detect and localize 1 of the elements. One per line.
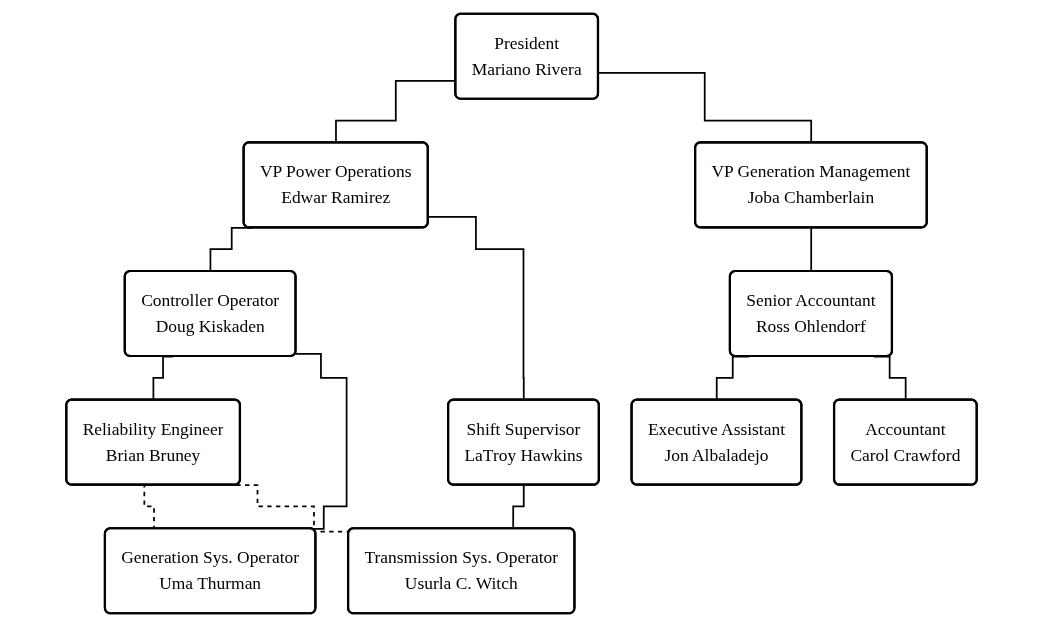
connector xyxy=(294,353,348,530)
